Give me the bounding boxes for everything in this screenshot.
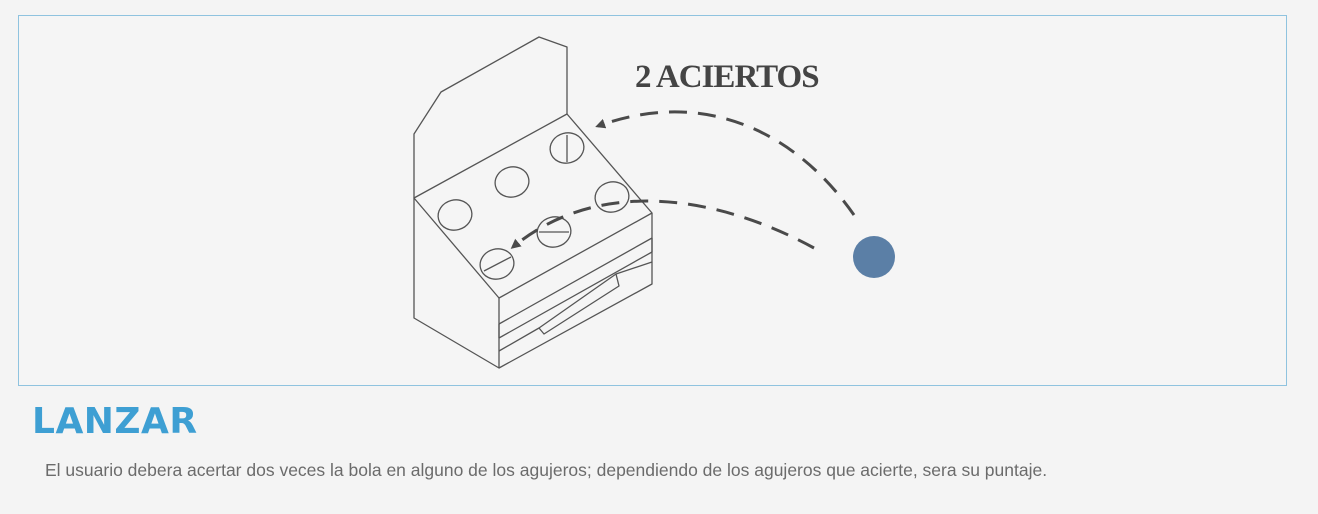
game-machine (413, 36, 653, 369)
section-description: El usuario debera acertar dos veces la b… (45, 460, 1048, 480)
drawer-line-upper (498, 237, 653, 325)
machine-backboard (413, 36, 568, 198)
machine-holes (437, 132, 630, 280)
illustration-panel: 2 ACIERTOS (18, 15, 1287, 386)
throw-trajectory-lower (510, 199, 815, 250)
ball (853, 236, 895, 278)
section-title: LANZAR (32, 401, 198, 442)
throw-trajectory-upper (595, 110, 856, 216)
machine-right-face (498, 213, 653, 369)
drawer-slot (498, 261, 653, 352)
game-illustration: 2 ACIERTOS (413, 36, 895, 369)
hole (594, 181, 630, 213)
hole (479, 248, 515, 280)
drawer-line-middle (498, 251, 653, 339)
hole (536, 216, 572, 248)
machine-top-surface (413, 113, 653, 299)
illustration-caption: 2 ACIERTOS (635, 59, 819, 95)
hole (494, 166, 530, 198)
hole (549, 132, 585, 164)
hole (437, 199, 473, 231)
